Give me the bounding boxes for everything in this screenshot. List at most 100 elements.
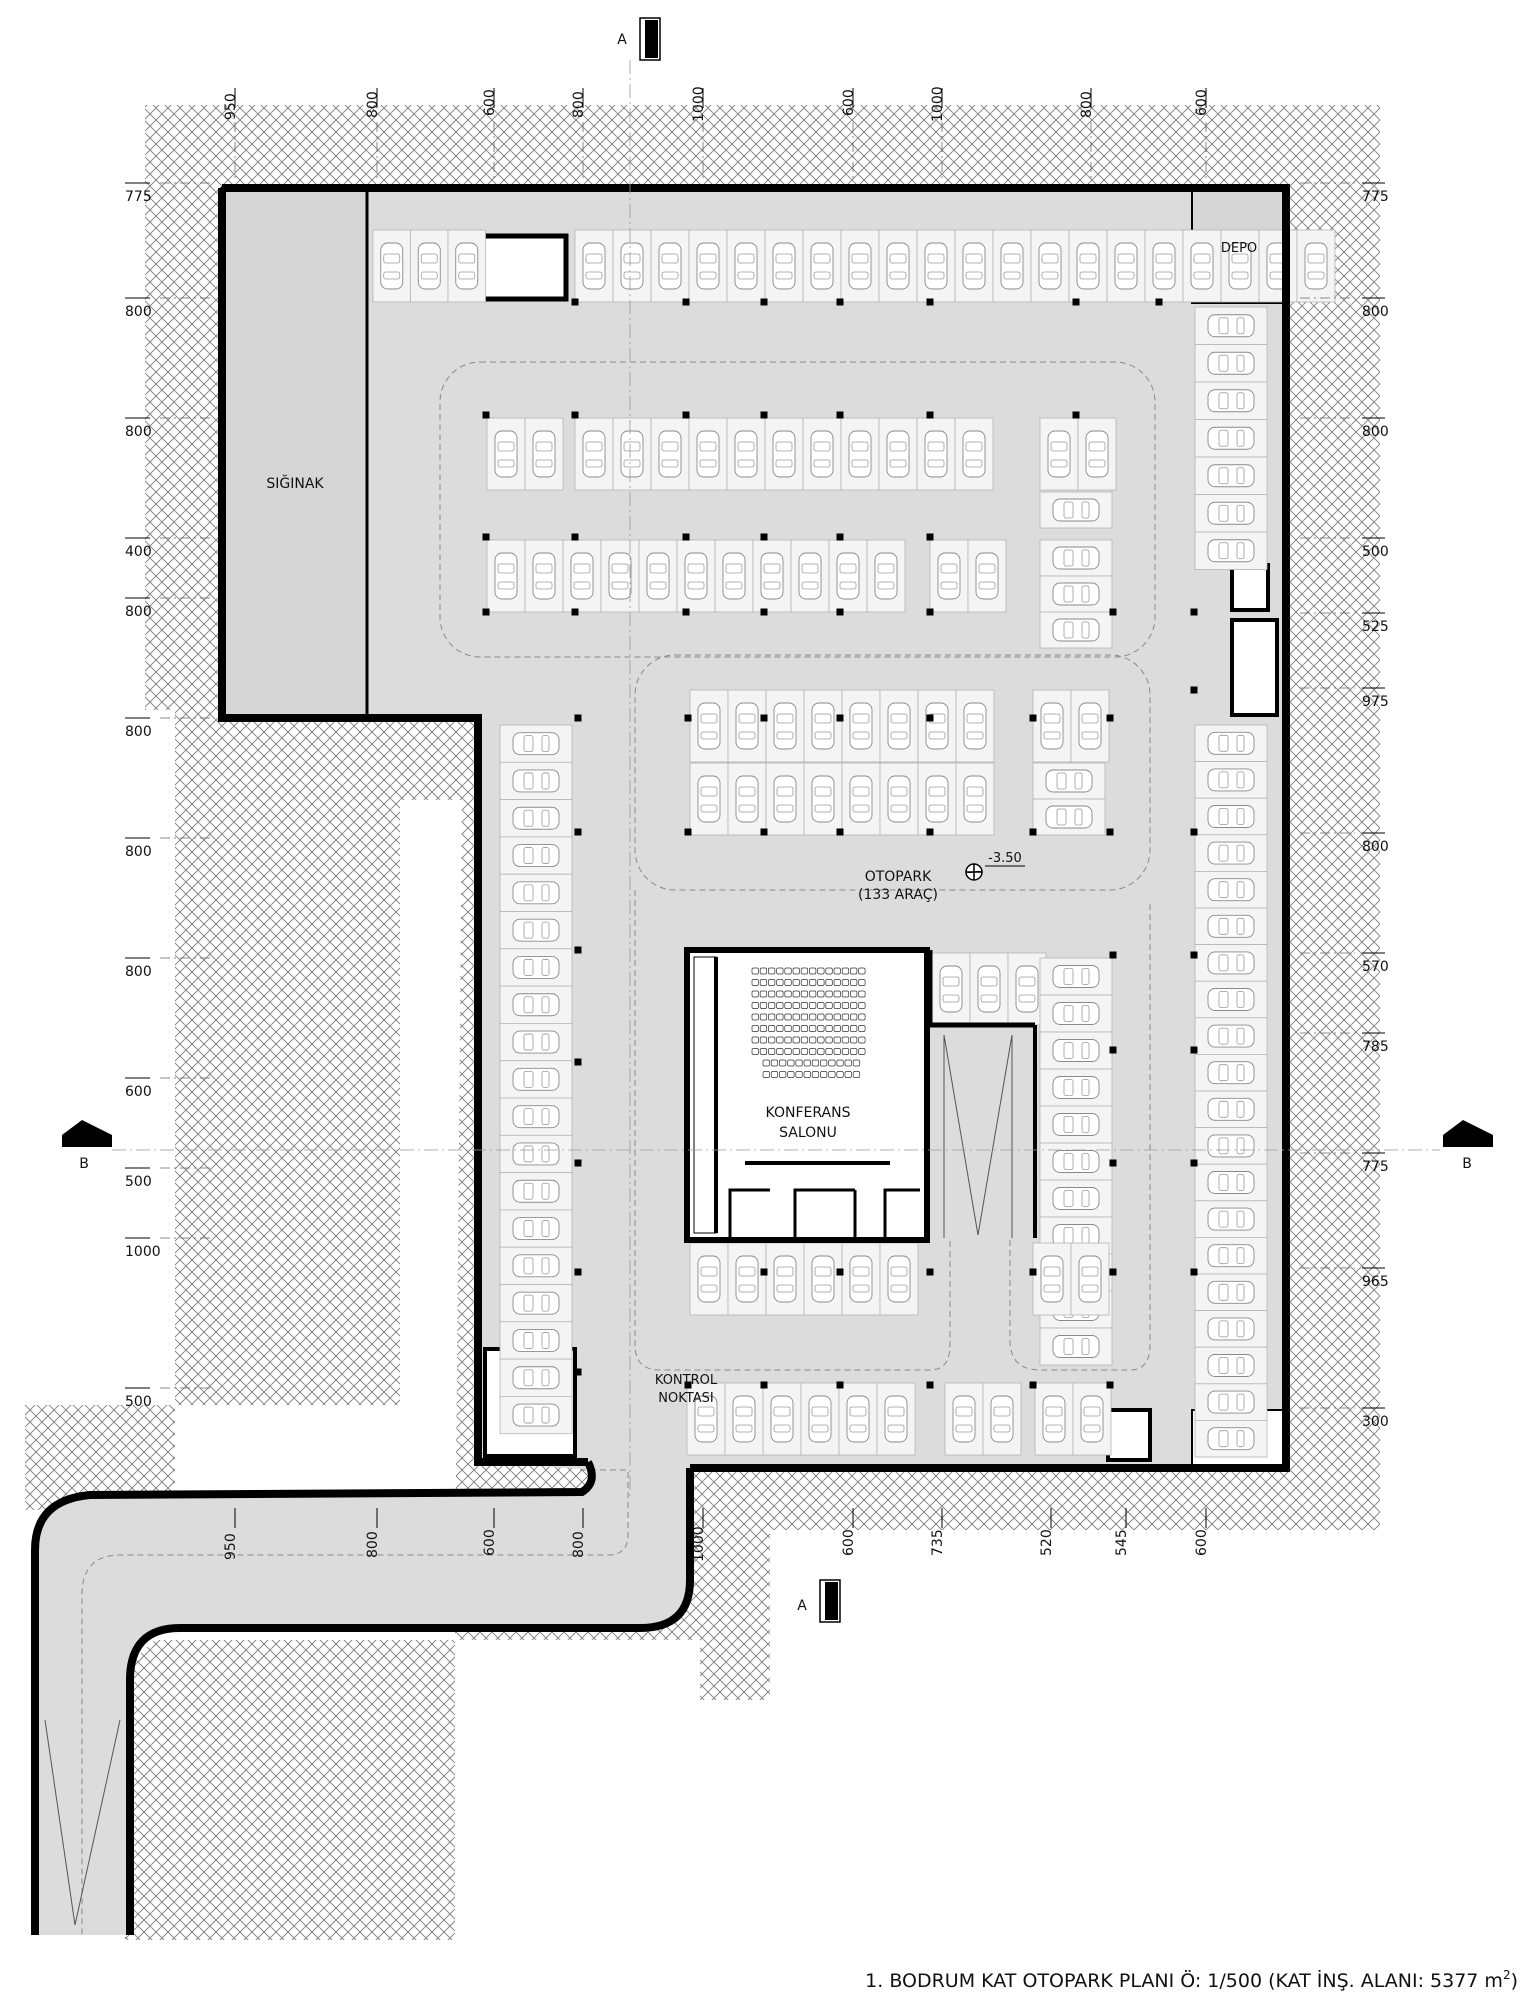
seat — [841, 979, 850, 986]
section-b-label-right: B — [1462, 1156, 1472, 1172]
seat — [800, 979, 809, 986]
car-icon — [810, 430, 834, 478]
dim-right-6: 975 — [1362, 694, 1389, 710]
car-icon — [1052, 498, 1100, 522]
seat — [751, 1002, 759, 1009]
structural-column — [571, 298, 579, 306]
car-icon — [735, 1255, 759, 1303]
car-icon — [773, 775, 797, 823]
car-icon — [512, 806, 560, 830]
structural-column — [836, 533, 844, 541]
seat — [762, 1059, 770, 1067]
car-icon — [811, 1255, 835, 1303]
seat — [770, 1071, 779, 1078]
structural-column — [574, 1058, 582, 1066]
car-icon — [1052, 582, 1100, 606]
car-icon — [512, 844, 560, 867]
structural-column — [760, 608, 768, 616]
seat — [825, 967, 833, 975]
car-icon — [512, 1179, 560, 1203]
section-marker-b-right: B — [1443, 1120, 1493, 1172]
seat — [833, 979, 841, 986]
car-icon — [696, 430, 720, 478]
car-icon — [1304, 242, 1328, 290]
car-icon — [684, 552, 708, 600]
car-icon — [811, 775, 835, 823]
seat — [768, 967, 776, 975]
dim-top-2: 800 — [365, 91, 381, 118]
structural-column — [1190, 1268, 1198, 1276]
seat — [850, 1025, 858, 1032]
seat — [852, 1071, 861, 1078]
seat — [809, 1036, 817, 1044]
dim-right-3: 800 — [1362, 424, 1389, 440]
car-icon — [1080, 1395, 1104, 1443]
dim-bottom-10: 600 — [1194, 1529, 1210, 1556]
structural-column — [574, 1268, 582, 1276]
drawing-caption: 1. BODRUM KAT OTOPARK PLANI Ö: 1/500 (KA… — [865, 1968, 1518, 1992]
structural-column — [574, 946, 582, 954]
seat — [759, 1048, 768, 1055]
structural-column — [760, 828, 768, 836]
seat — [792, 1025, 800, 1032]
structural-column — [1155, 298, 1163, 306]
car-icon — [772, 242, 796, 290]
dim-left-7: 800 — [125, 844, 152, 860]
car-icon — [1207, 1171, 1255, 1194]
car-icon — [512, 1254, 560, 1278]
car-icon — [1038, 242, 1062, 290]
dim-top-5: 1000 — [691, 86, 707, 122]
seat — [800, 1002, 809, 1009]
car-icon — [1052, 618, 1100, 642]
car-icon — [512, 732, 560, 756]
seat — [825, 1013, 833, 1021]
shelter-room — [221, 187, 369, 719]
structural-column — [1109, 1046, 1117, 1054]
car-icon — [1052, 1076, 1100, 1099]
dim-left-1: 775 — [125, 189, 152, 205]
structural-column — [1106, 714, 1114, 722]
car-icon — [735, 775, 759, 823]
dim-left-4: 400 — [125, 544, 152, 560]
seat — [759, 1002, 768, 1009]
seat — [828, 1071, 836, 1078]
car-icon — [512, 1217, 560, 1241]
dim-left-9: 600 — [125, 1084, 152, 1100]
parking-stall — [727, 689, 767, 763]
seat — [800, 1013, 809, 1021]
dim-top-6: 600 — [841, 89, 857, 116]
car-icon — [772, 430, 796, 478]
dim-bottom-1: 950 — [223, 1533, 239, 1560]
car-icon — [1207, 1390, 1255, 1414]
car-icon — [512, 769, 560, 793]
seat — [858, 1048, 866, 1055]
structural-column — [1072, 298, 1080, 306]
car-icon — [1207, 1134, 1255, 1158]
level-value: -3.50 — [988, 851, 1022, 866]
car-icon — [1207, 539, 1255, 563]
car-icon — [886, 242, 910, 290]
car-icon — [1078, 702, 1102, 750]
structural-column — [926, 1268, 934, 1276]
car-icon — [1052, 965, 1100, 988]
dim-top-7: 1000 — [930, 86, 946, 122]
seat — [776, 1025, 784, 1032]
section-marker-a-bottom: A — [797, 1579, 841, 1623]
dim-top-4: 800 — [571, 91, 587, 118]
car-icon — [1052, 1335, 1100, 1358]
car-icon — [1152, 242, 1176, 290]
car-icon — [512, 993, 560, 1017]
parking-stall — [1194, 834, 1268, 872]
seat — [768, 1013, 776, 1021]
structural-column — [1106, 1381, 1114, 1389]
car-icon — [512, 1142, 560, 1166]
seat — [817, 990, 825, 998]
structural-column — [926, 608, 934, 616]
car-icon — [1207, 351, 1255, 375]
seat — [841, 967, 850, 975]
dim-left-2: 800 — [125, 304, 152, 320]
car-icon — [1207, 1244, 1255, 1268]
seat — [850, 990, 858, 998]
seat — [762, 1071, 770, 1078]
structural-column — [836, 298, 844, 306]
